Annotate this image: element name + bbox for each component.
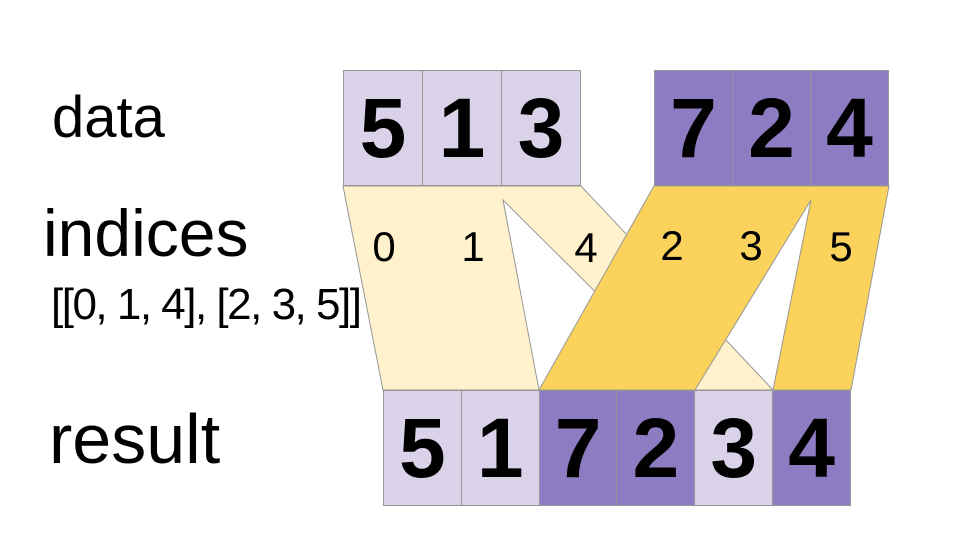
data-cell: 4: [810, 71, 888, 185]
index-number: 1: [461, 223, 485, 270]
result-cell: 1: [460, 391, 539, 505]
data-label: data: [52, 85, 165, 150]
index-number: 2: [660, 222, 684, 269]
index-number: 0: [372, 223, 396, 270]
result-label: result: [49, 400, 221, 478]
index-number: 5: [829, 223, 853, 270]
index-number: 4: [574, 224, 598, 271]
data-cell: 3: [501, 71, 580, 185]
result-cell: 2: [616, 391, 695, 505]
result-cell: 5: [384, 391, 461, 505]
indices-value-text: [[0, 1, 4], [2, 3, 5]]: [51, 280, 362, 329]
result-cell: 4: [772, 391, 850, 505]
result-cell: 3: [694, 391, 773, 505]
data-cell: 2: [732, 71, 810, 185]
data-cell: 7: [655, 71, 732, 185]
indices-label: indices: [43, 196, 249, 270]
index-number: 3: [739, 222, 763, 269]
data-cell: 1: [422, 71, 501, 185]
data-cell: 5: [344, 71, 422, 185]
result-cell: 7: [538, 391, 617, 505]
